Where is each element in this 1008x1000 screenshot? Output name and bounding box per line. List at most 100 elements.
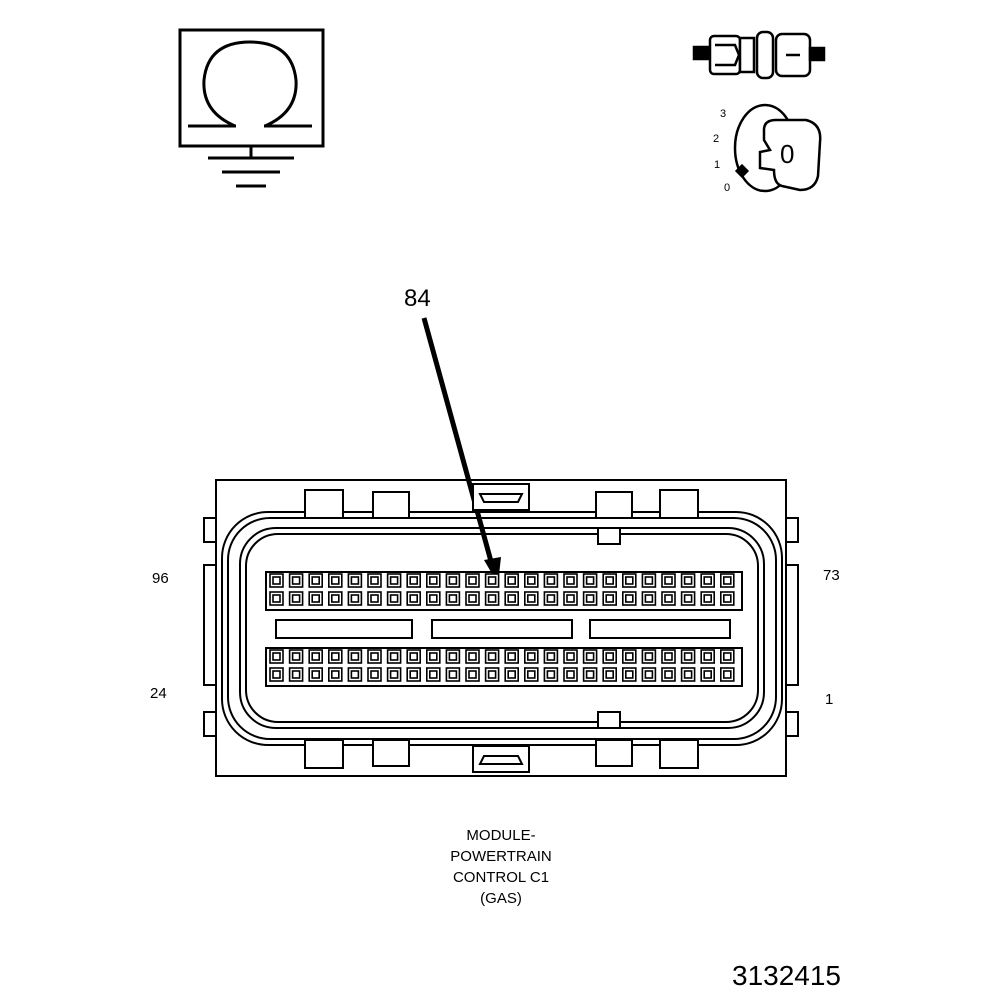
- pin-terminal-bottom: [330, 670, 340, 679]
- pin-terminal-top: [291, 594, 301, 603]
- pin-terminal-bottom: [370, 670, 379, 679]
- pin-terminal-top: [683, 576, 693, 585]
- pin-terminal-top: [546, 576, 556, 585]
- pin-terminal-top: [624, 576, 634, 585]
- pin-terminal-bottom: [703, 652, 713, 661]
- pin-terminal-bottom: [409, 652, 419, 661]
- pin-label-73: 73: [823, 567, 840, 584]
- pin-terminal-bottom: [428, 670, 438, 679]
- pin-terminal-bottom: [487, 670, 497, 679]
- pin-terminal-top: [487, 576, 497, 585]
- pin-terminal-top: [624, 594, 634, 603]
- pin-terminal-top: [526, 594, 536, 603]
- pin-terminal-top: [546, 594, 556, 603]
- pin-terminal-top: [389, 594, 399, 603]
- pin-terminal-bottom: [585, 652, 595, 661]
- pin-terminal-top: [566, 576, 575, 585]
- pin-terminal-bottom: [291, 652, 301, 661]
- pin-terminal-bottom: [350, 652, 360, 661]
- pin-terminal-top: [468, 576, 477, 585]
- pin-terminal-top: [722, 576, 732, 585]
- pin-terminal-bottom: [703, 670, 713, 679]
- pin-terminal-top: [311, 594, 321, 603]
- pin-terminal-top: [311, 576, 321, 585]
- caption-line-4: (GAS): [480, 890, 522, 907]
- pin-terminal-bottom: [664, 670, 673, 679]
- pin-label-96: 96: [152, 570, 169, 587]
- pin-terminal-bottom: [722, 670, 732, 679]
- pin-terminal-bottom: [526, 670, 536, 679]
- pin-terminal-bottom: [409, 670, 419, 679]
- pin-terminal-top: [507, 594, 517, 603]
- key-letter: 0: [780, 139, 794, 169]
- pin-terminal-bottom: [272, 652, 281, 661]
- pin-terminal-bottom: [448, 670, 458, 679]
- pin-terminal-bottom: [311, 670, 321, 679]
- pin-label-1: 1: [825, 691, 833, 708]
- pin-terminal-bottom: [389, 670, 399, 679]
- pin-terminal-top: [448, 576, 458, 585]
- pin-terminal-bottom: [468, 670, 477, 679]
- ohm-ground-icon: [178, 28, 325, 188]
- pin-terminal-top: [330, 576, 340, 585]
- pin-terminal-top: [389, 576, 399, 585]
- pin-terminal-top: [272, 594, 281, 603]
- pin-terminal-top: [370, 576, 379, 585]
- pin-terminal-bottom: [272, 670, 281, 679]
- pin-terminal-top: [664, 594, 673, 603]
- pin-terminal-bottom: [605, 652, 615, 661]
- pin-terminal-top: [644, 594, 654, 603]
- pin-terminal-top: [370, 594, 379, 603]
- pin-terminal-bottom: [546, 670, 556, 679]
- pin-terminal-bottom: [722, 652, 732, 661]
- connector-plug-icon: [692, 30, 826, 80]
- pin-terminal-top: [507, 576, 517, 585]
- pin-terminal-bottom: [683, 652, 693, 661]
- pin-terminal-bottom: [566, 670, 575, 679]
- pin-terminal-bottom: [350, 670, 360, 679]
- pin-terminal-top: [291, 576, 301, 585]
- pin-terminal-bottom: [370, 652, 379, 661]
- pin-terminal-top: [664, 576, 673, 585]
- pin-terminal-top: [526, 576, 536, 585]
- pin-terminal-bottom: [585, 670, 595, 679]
- pin-terminal-top: [585, 576, 595, 585]
- pin-terminal-top: [605, 576, 615, 585]
- pin-terminal-bottom: [605, 670, 615, 679]
- pin-terminal-bottom: [468, 652, 477, 661]
- pin-terminal-top: [350, 576, 360, 585]
- pin-terminal-bottom: [507, 670, 517, 679]
- pin-terminal-bottom: [624, 670, 634, 679]
- pin-terminal-bottom: [487, 652, 497, 661]
- pin-terminal-top: [409, 594, 419, 603]
- pin-terminal-top: [605, 594, 615, 603]
- pin-terminal-top: [272, 576, 281, 585]
- pin-cavities: [269, 573, 735, 682]
- pin-terminal-top: [330, 594, 340, 603]
- pin-terminal-bottom: [644, 652, 654, 661]
- pin-terminal-top: [428, 576, 438, 585]
- pin-terminal-top: [722, 594, 732, 603]
- pin-terminal-bottom: [644, 670, 654, 679]
- key-position-1: 1: [714, 159, 720, 171]
- pin-terminal-bottom: [311, 652, 321, 661]
- pin-terminal-bottom: [664, 652, 673, 661]
- pin-terminal-top: [409, 576, 419, 585]
- pin-terminal-top: [683, 594, 693, 603]
- key-position-3: 3: [720, 108, 726, 120]
- pin-terminal-top: [350, 594, 360, 603]
- figure-number: 3132415: [732, 960, 841, 991]
- pin-terminal-top: [585, 594, 595, 603]
- pin-terminal-bottom: [566, 652, 575, 661]
- pin-terminal-bottom: [507, 652, 517, 661]
- pin-terminal-bottom: [624, 652, 634, 661]
- caption-line-3: CONTROL C1: [453, 869, 549, 886]
- callout-arrow: [421, 317, 501, 584]
- pin-terminal-top: [703, 576, 713, 585]
- key-position-2: 2: [713, 133, 719, 145]
- connector-caption: MODULE- POWERTRAIN CONTROL C1 (GAS): [450, 827, 551, 907]
- pin-terminal-bottom: [683, 670, 693, 679]
- pin-terminal-bottom: [291, 670, 301, 679]
- callout-number: 84: [404, 285, 431, 312]
